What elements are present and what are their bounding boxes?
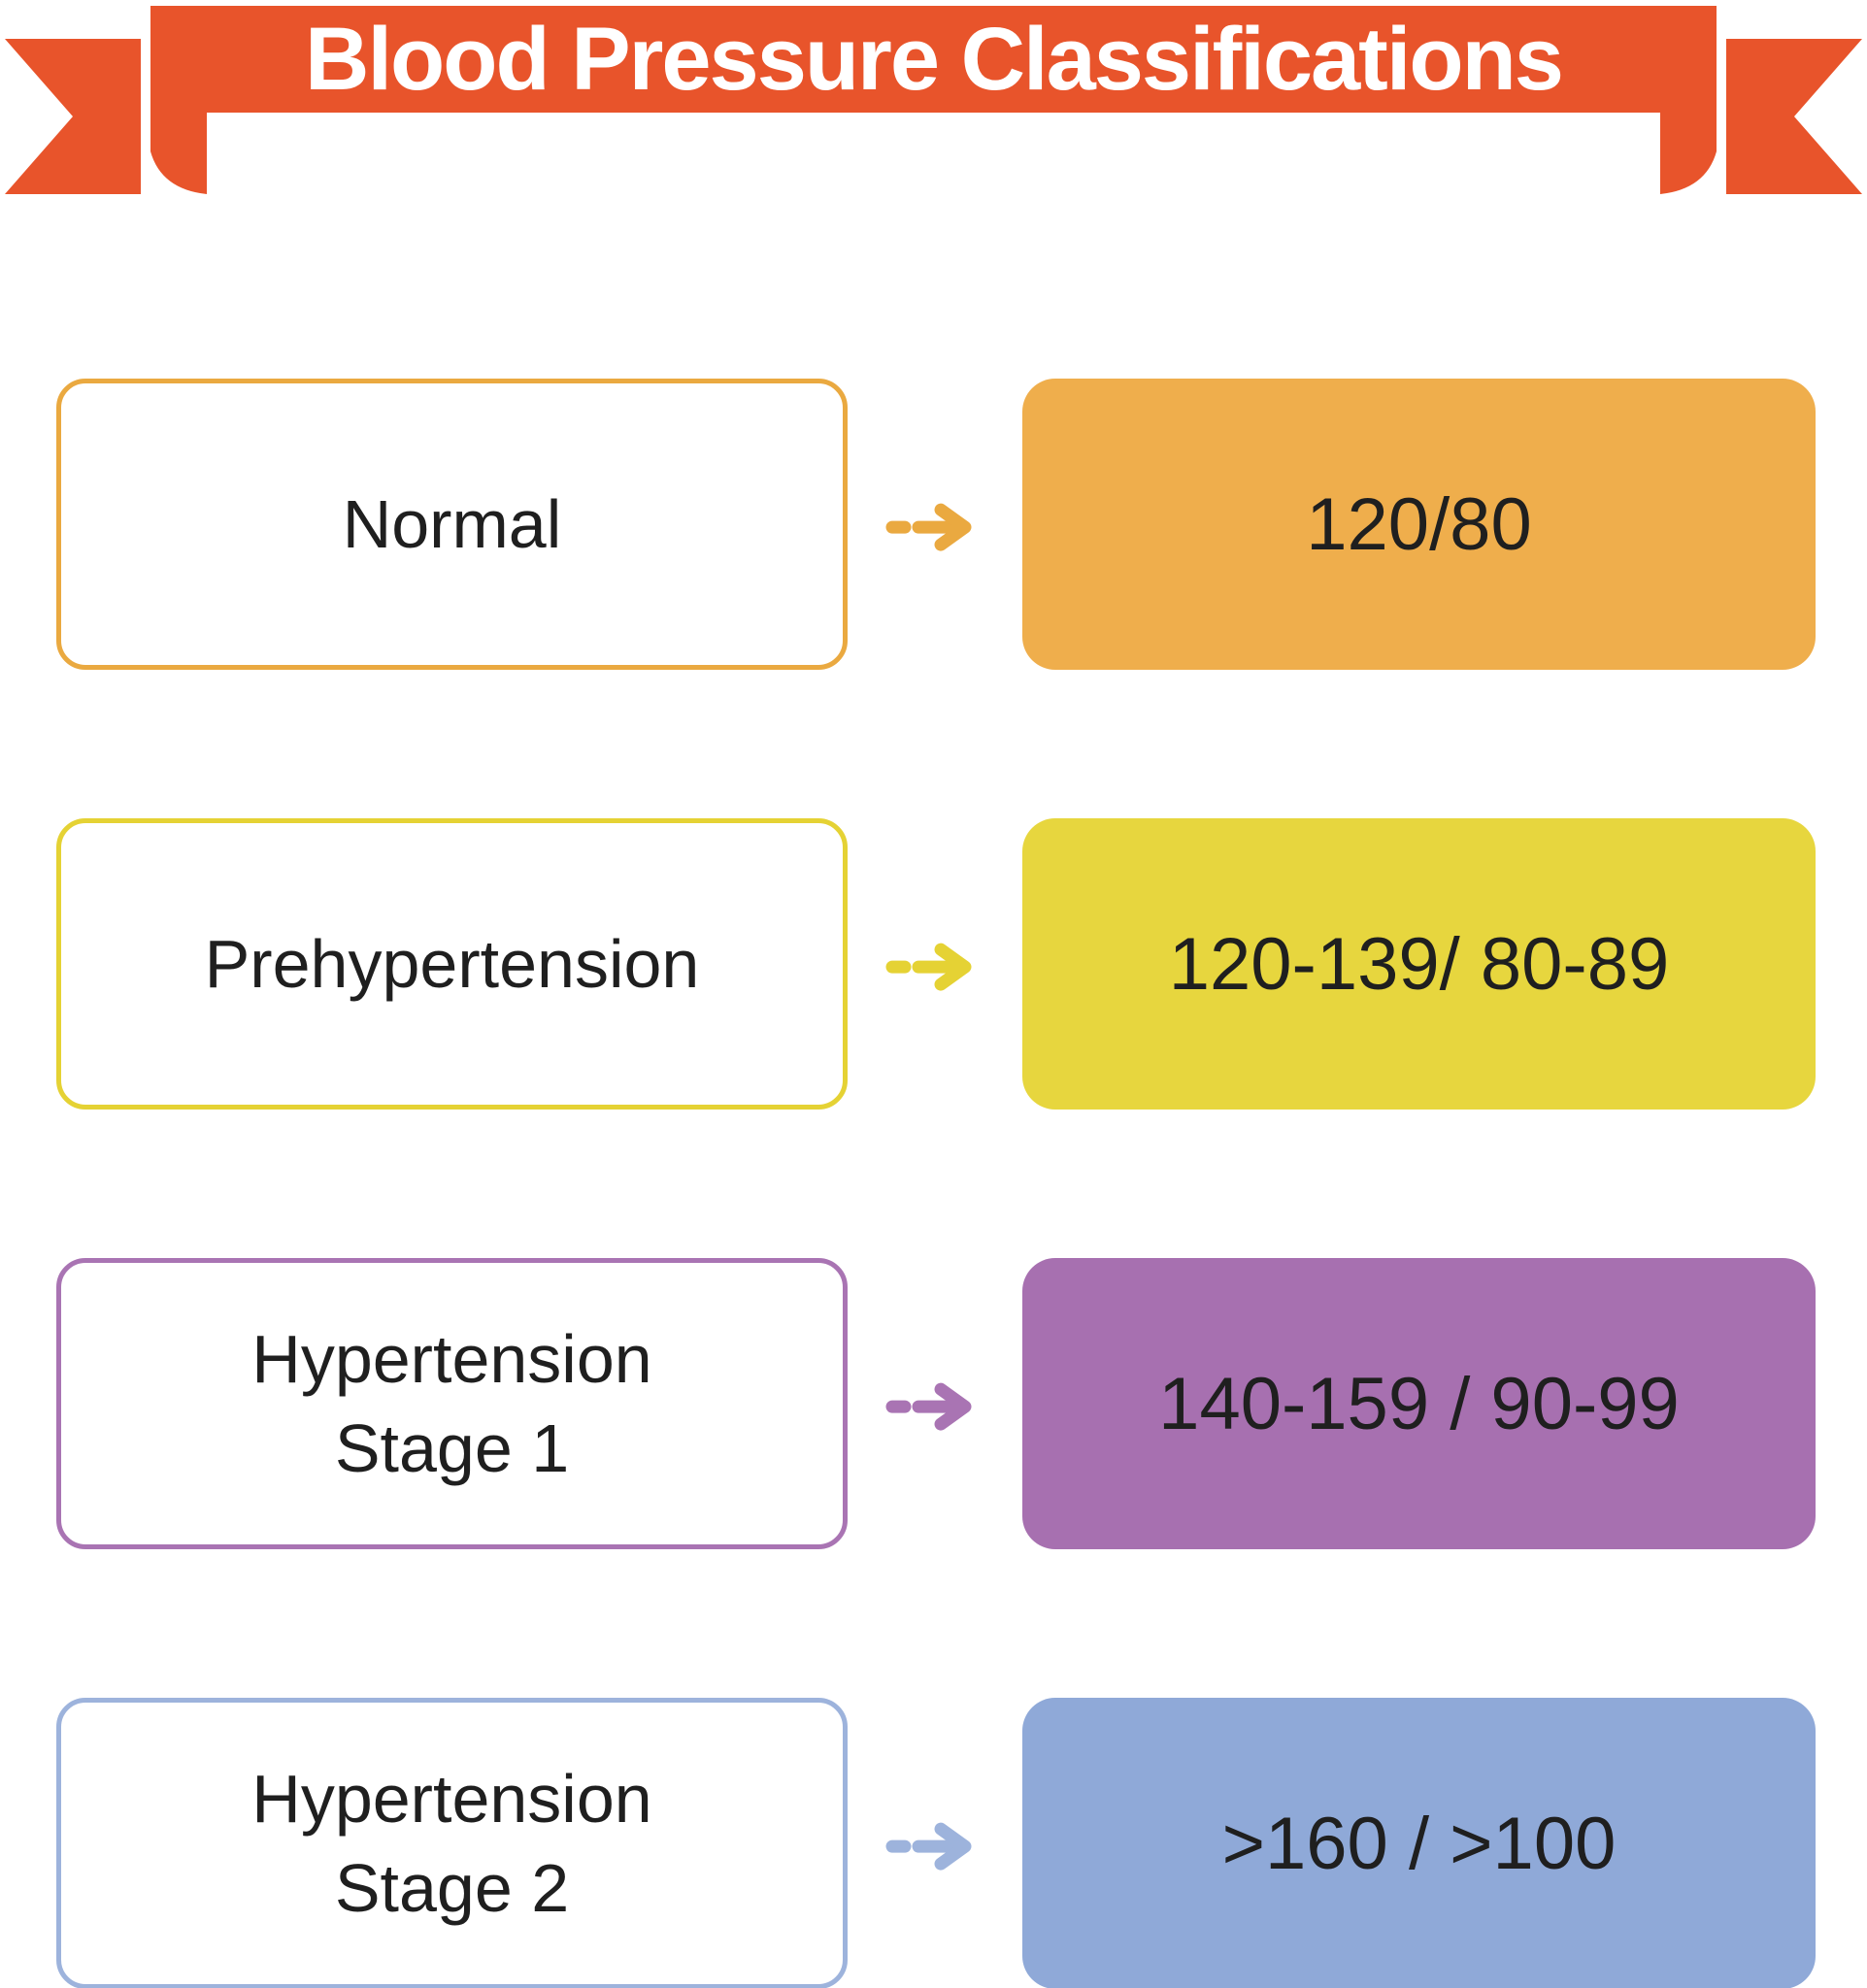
page-title: Blood Pressure Classifications bbox=[305, 9, 1564, 109]
ribbon-banner: Blood Pressure Classifications bbox=[0, 0, 1867, 206]
classification-label: Normal bbox=[342, 485, 562, 562]
classification-label-line2: Stage 1 bbox=[334, 1410, 570, 1486]
bp-value: 120-139/ 80-89 bbox=[1168, 922, 1670, 1006]
bp-value-box: >160 / >100 bbox=[1022, 1698, 1816, 1988]
classification-label-box: Hypertension Stage 2 bbox=[56, 1698, 848, 1988]
bp-value-box: 120/80 bbox=[1022, 379, 1816, 670]
classification-label-line2: Stage 2 bbox=[334, 1850, 570, 1926]
classification-label-box: Prehypertension bbox=[56, 818, 848, 1110]
bp-value: 120/80 bbox=[1306, 482, 1532, 566]
ribbon-fold-right bbox=[1660, 109, 1717, 194]
arrow-right-icon bbox=[885, 1381, 979, 1432]
classification-label-box: Normal bbox=[56, 379, 848, 670]
arrow-right-icon bbox=[885, 502, 979, 552]
ribbon-band bbox=[150, 6, 1717, 113]
classification-row: Normal 120/80 bbox=[0, 379, 1867, 670]
arrow-right-icon bbox=[885, 942, 979, 992]
classification-row: Hypertension Stage 2 >160 / >100 bbox=[0, 1698, 1867, 1988]
classification-row: Prehypertension 120-139/ 80-89 bbox=[0, 818, 1867, 1110]
bp-value: 140-159 / 90-99 bbox=[1158, 1362, 1680, 1445]
ribbon-tail-left bbox=[5, 39, 141, 194]
classification-row: Hypertension Stage 1 140-159 / 90-99 bbox=[0, 1258, 1867, 1549]
classification-label-box: Hypertension Stage 1 bbox=[56, 1258, 848, 1549]
ribbon-shape bbox=[5, 6, 1862, 194]
classification-label-line1: Hypertension bbox=[251, 1760, 652, 1837]
classification-label: Prehypertension bbox=[204, 925, 700, 1002]
arrow-right-icon bbox=[885, 1821, 979, 1872]
ribbon-fold-left bbox=[150, 109, 207, 194]
bp-value-box: 140-159 / 90-99 bbox=[1022, 1258, 1816, 1549]
ribbon-tail-right bbox=[1726, 39, 1862, 194]
classification-label-line1: Hypertension bbox=[251, 1320, 652, 1397]
bp-value-box: 120-139/ 80-89 bbox=[1022, 818, 1816, 1110]
bp-value: >160 / >100 bbox=[1221, 1802, 1617, 1885]
